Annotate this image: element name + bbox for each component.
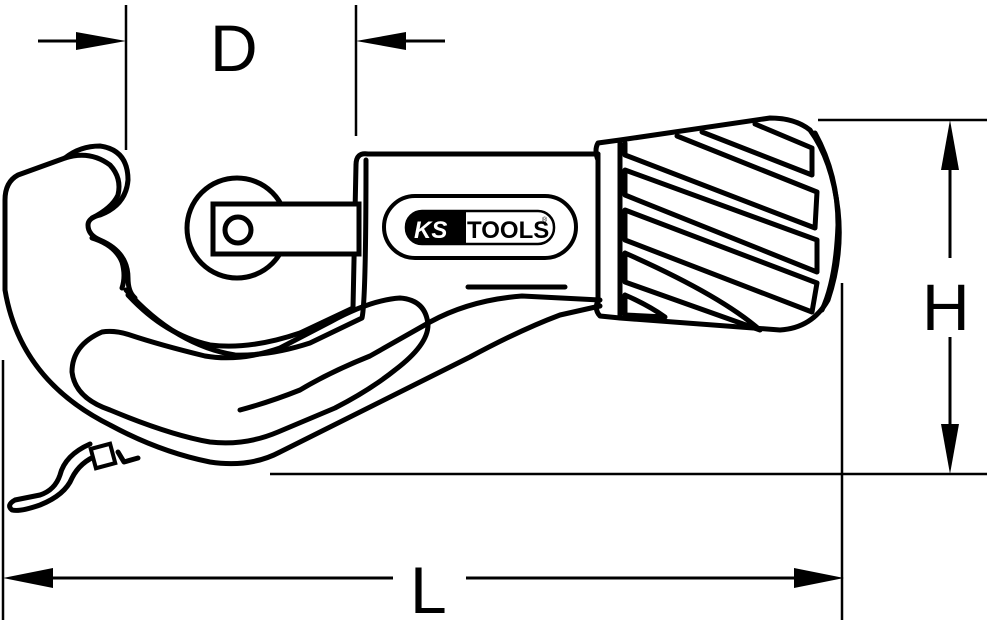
dimension-h: H	[270, 118, 987, 476]
dimension-label-h: H	[922, 270, 970, 344]
knurl-ribs	[622, 121, 820, 333]
grip-insert	[69, 295, 431, 446]
dimension-l: L	[1, 283, 844, 627]
deburrer	[7, 441, 141, 513]
cutter-frame	[2, 143, 603, 467]
slider-block	[210, 201, 362, 257]
arrow-left-icon	[3, 568, 53, 588]
arrow-up-icon	[941, 120, 959, 170]
ks-tools-logo: KS TOOLS ®	[404, 209, 556, 246]
arrow-down-icon	[941, 424, 959, 474]
logo-tools: TOOLS	[467, 217, 549, 244]
adjustment-knob	[593, 115, 842, 333]
registered-mark: ®	[542, 216, 548, 224]
dimension-label-l: L	[410, 553, 447, 627]
cutting-wheel	[184, 175, 362, 281]
arrow-right-icon	[76, 32, 126, 50]
axle-pin-icon	[222, 214, 254, 246]
dimension-d: D	[38, 5, 445, 150]
dimension-label-d: D	[210, 11, 258, 85]
cutter-housing: KS TOOLS ®	[382, 151, 601, 309]
logo-ks: KS	[414, 217, 447, 244]
arrow-left-icon	[356, 32, 406, 50]
arrow-right-icon	[794, 568, 844, 588]
